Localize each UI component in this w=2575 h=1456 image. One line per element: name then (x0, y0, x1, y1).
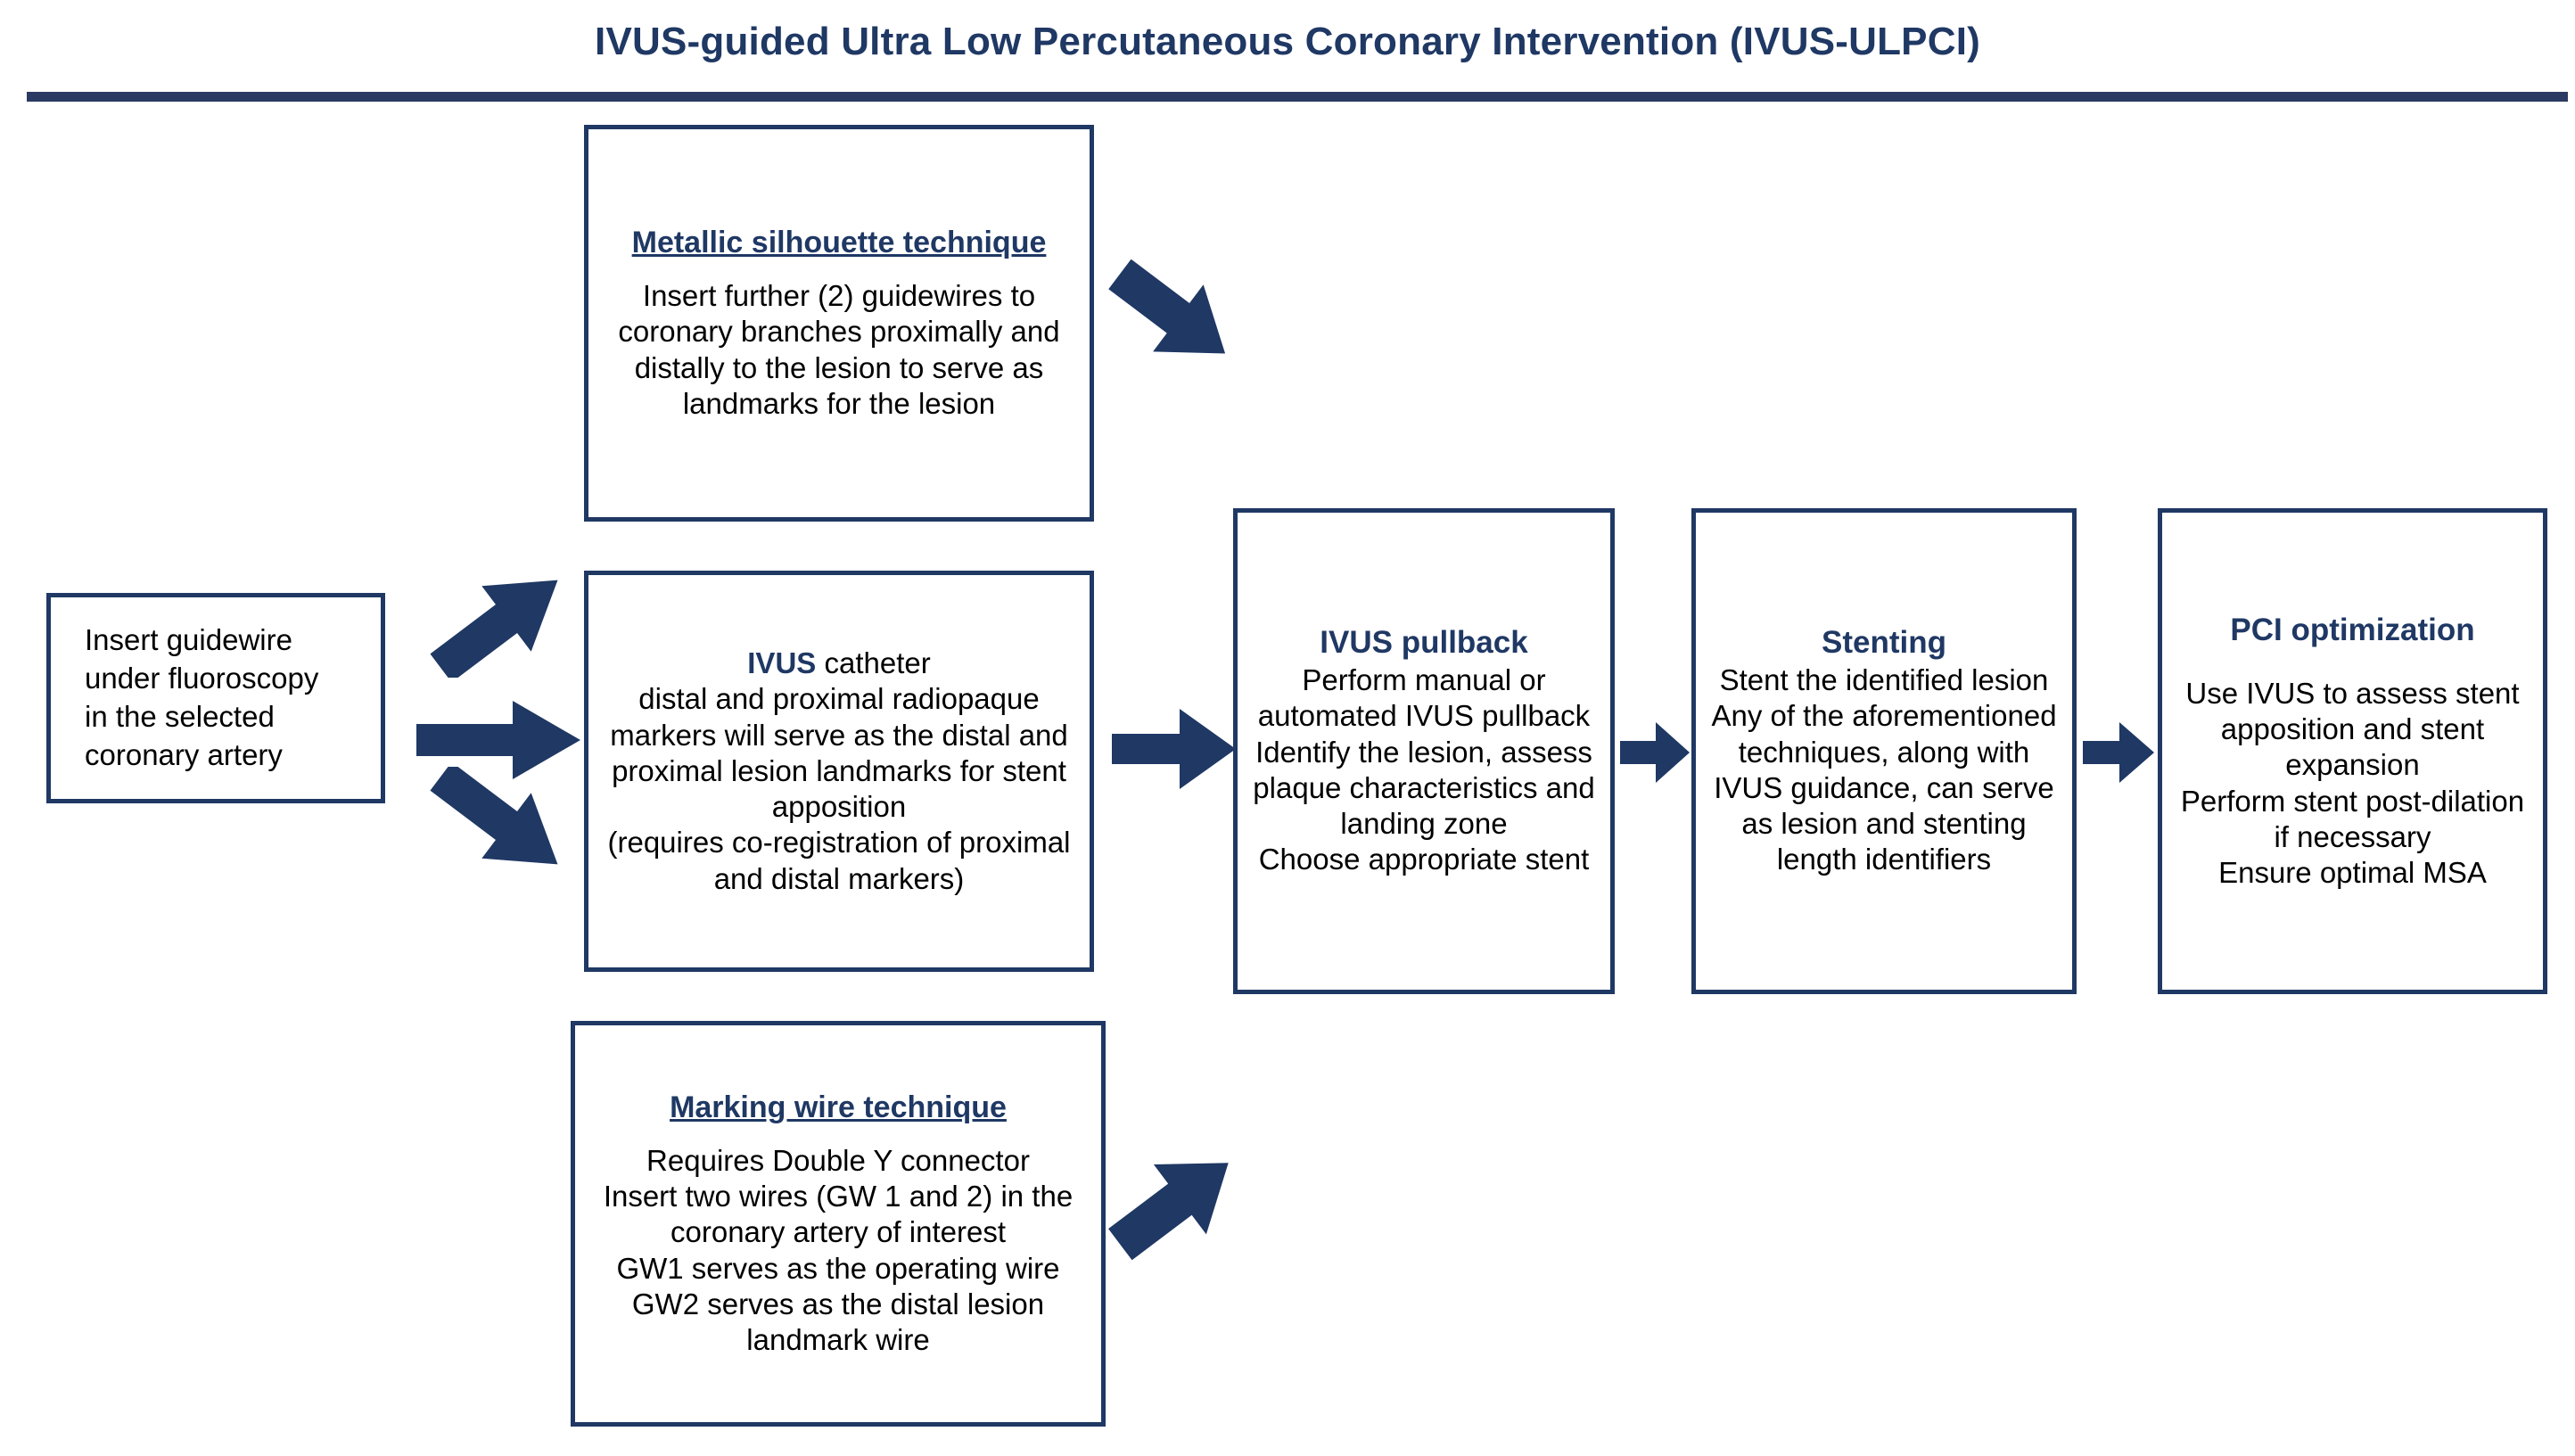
box-stenting-body: Stent the identified lesion Any of the a… (1711, 663, 2057, 876)
box-metallic-silhouette-technique[interactable]: Metallic silhouette technique Insert fur… (584, 125, 1094, 522)
arrow-ivus-catheter-to-pullback-icon (1110, 700, 1239, 798)
box-stenting[interactable]: Stenting Stent the identified lesion Any… (1691, 508, 2077, 994)
box-ivus-pullback-heading: IVUS pullback (1320, 625, 1528, 661)
box-stenting-heading: Stenting (1822, 625, 1946, 661)
box-insert-guidewire[interactable]: Insert guidewire under fluoroscopy in th… (46, 593, 385, 803)
arrow-start-to-metallic-icon (419, 571, 580, 678)
box-insert-guidewire-body: Insert guidewire under fluoroscopy in th… (85, 623, 319, 771)
box-ivus-catheter-heading-bold: IVUS (747, 646, 817, 680)
arrow-marking-wire-to-pullback-icon (1101, 1141, 1248, 1266)
box-ivus-catheter-body: distal and proximal radiopaque markers w… (607, 682, 1071, 895)
box-ivus-catheter-heading-rest: catheter (816, 646, 931, 680)
box-metallic-silhouette-heading: Metallic silhouette technique (631, 225, 1047, 259)
box-ivus-pullback[interactable]: IVUS pullback Perform manual or automate… (1233, 508, 1615, 994)
box-marking-wire-body: Requires Double Y connector Insert two w… (603, 1143, 1074, 1357)
arrow-start-to-marking-wire-icon (419, 767, 580, 874)
box-pci-optimization-heading: PCI optimization (2230, 612, 2475, 647)
arrow-metallic-to-pullback-icon (1101, 254, 1244, 374)
page-title: IVUS-guided Ultra Low Percutaneous Coron… (595, 20, 1980, 63)
box-ivus-pullback-body: Perform manual or automated IVUS pullbac… (1253, 663, 1595, 876)
box-pci-optimization-body: Use IVUS to assess stent apposition and … (2180, 676, 2525, 890)
box-marking-wire-technique[interactable]: Marking wire technique Requires Double Y… (571, 1021, 1106, 1427)
box-ivus-catheter-heading: IVUS catheter (747, 646, 930, 681)
title-divider (27, 92, 2568, 102)
box-metallic-silhouette-body: Insert further (2) guidewires to coronar… (618, 279, 1060, 420)
arrow-stenting-to-pci-icon (2081, 718, 2156, 787)
box-marking-wire-heading: Marking wire technique (670, 1090, 1007, 1124)
arrow-start-to-ivus-catheter-icon (415, 695, 584, 785)
box-pci-optimization[interactable]: PCI optimization Use IVUS to assess sten… (2158, 508, 2547, 994)
box-ivus-catheter[interactable]: IVUS catheter distal and proximal radiop… (584, 571, 1094, 972)
arrow-pullback-to-stenting-icon (1618, 718, 1691, 787)
